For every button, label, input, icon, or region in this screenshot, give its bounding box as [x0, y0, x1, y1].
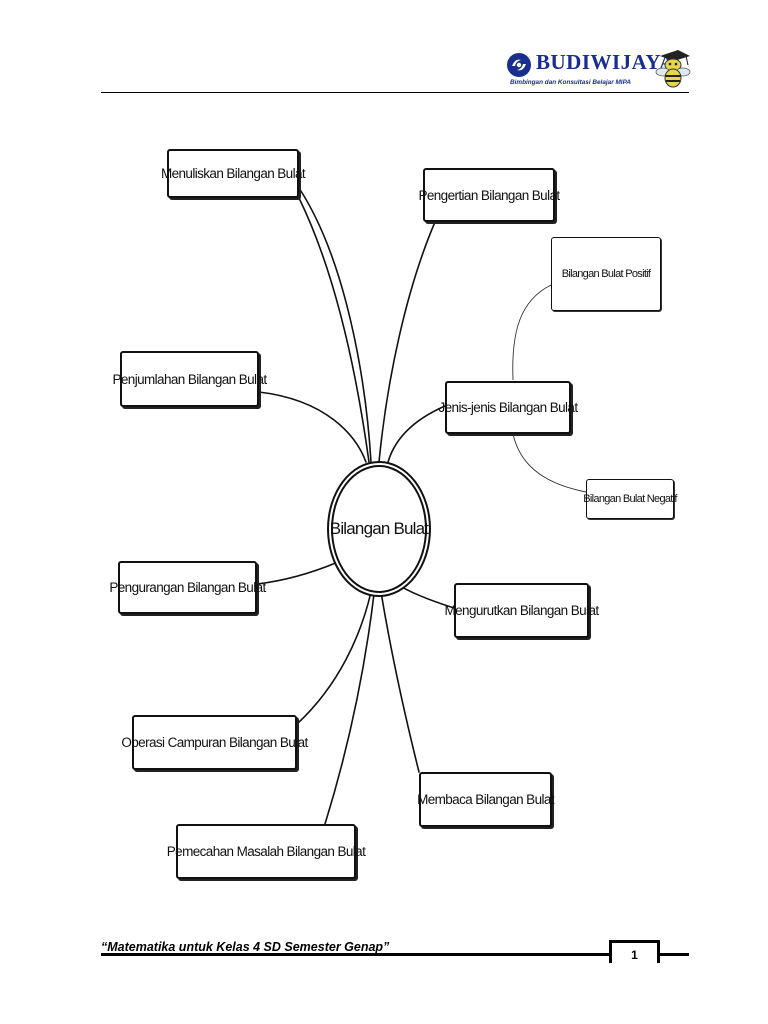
brand-logo: BUDIWIJAYA Bimbingan dan Konsultasi Bela… [506, 48, 692, 92]
bee-mascot-icon [655, 50, 691, 88]
page-number: 1 [609, 940, 660, 963]
branch-operasi-campuran: Operasi Campuran Bilangan Bulat [121, 715, 308, 770]
swirl-emblem-icon [507, 53, 531, 77]
branch-penjumlahan: Penjumlahan Bilangan Bulat [112, 351, 267, 407]
mind-map: Menuliskan Bilangan Bulat Pengertian Bil… [101, 110, 691, 910]
sub-branch-positif: Bilangan Bulat Positif [551, 237, 661, 311]
branch-mengurutkan: Mengurutkan Bilangan Bulat [445, 583, 599, 638]
branch-jenis-jenis: Jenis-jenis Bilangan Bulat [439, 381, 578, 434]
footer-rule-right [659, 953, 689, 956]
footer-rule [101, 953, 610, 956]
brand-tagline: Bimbingan dan Konsultasi Belajar MIPA [510, 79, 631, 86]
sub-branch-negatif: Bilangan Bulat Negatif [583, 479, 677, 519]
branch-menuliskan: Menuliskan Bilangan Bulat [161, 149, 306, 198]
footer-title: “Matematika untuk Kelas 4 SD Semester Ge… [101, 940, 390, 954]
brand-name: BUDIWIJAYA [536, 50, 675, 74]
central-topic: Bilangan Bulat [330, 465, 429, 593]
branch-pengurangan: Pengurangan Bilangan Bulat [109, 561, 266, 614]
branch-membaca: Membaca Bilangan Bulat [417, 772, 555, 827]
branch-pengertian: Pengertian Bilangan Bulat [418, 168, 560, 222]
header-rule [101, 92, 689, 93]
branch-pemecahan-masalah: Pemecahan Masalah Bilangan Bulat [167, 824, 366, 879]
